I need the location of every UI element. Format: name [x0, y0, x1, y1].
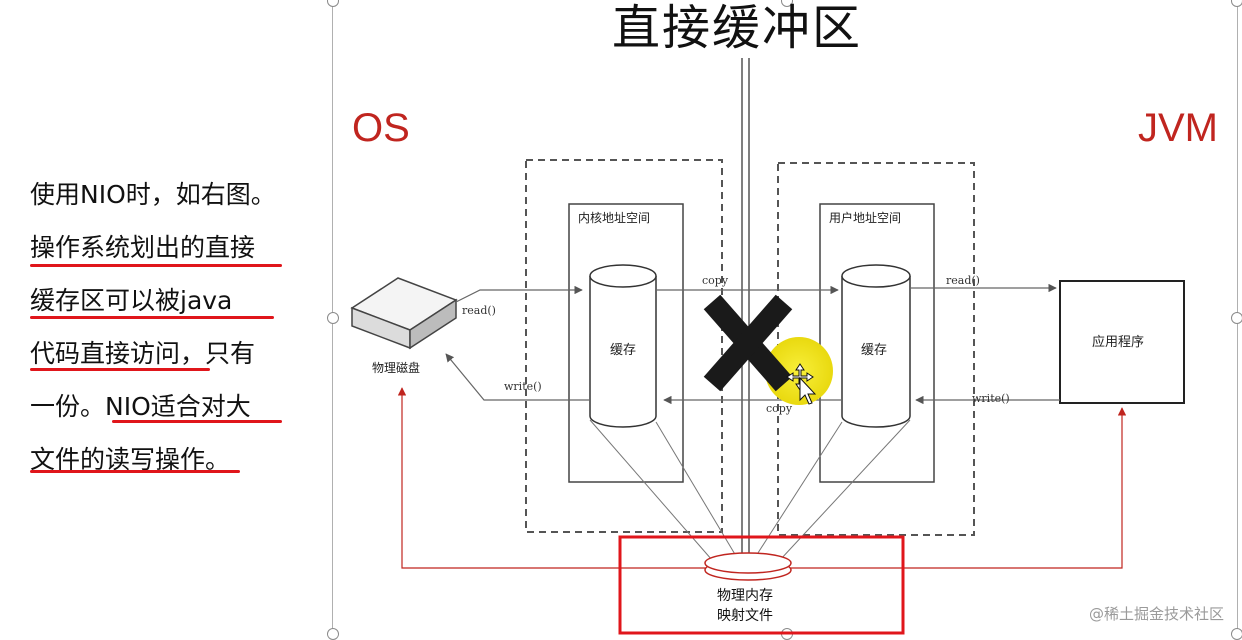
description-text: 使用NIO时，如右图。 操作系统划出的直接 缓存区可以被java 代码直接访问，… [30, 168, 330, 486]
os-label: OS [352, 106, 410, 150]
edge-label-copy-top: copy [702, 274, 729, 287]
left-panel: 使用NIO时，如右图。 操作系统划出的直接 缓存区可以被java 代码直接访问，… [0, 0, 330, 638]
description-line-3: 缓存区可以被java [30, 286, 233, 315]
underline-annotation [30, 316, 274, 319]
underline-annotation [30, 368, 210, 371]
kernel-cache-cylinder [589, 264, 657, 428]
user-space-label: 用户地址空间 [829, 210, 901, 225]
edge-label-write-app: write() [972, 392, 1010, 405]
mapped-file-label-2: 映射文件 [717, 608, 773, 624]
application-box [1059, 280, 1185, 404]
underline-annotation [112, 420, 282, 423]
cross-mark-icon [703, 294, 793, 392]
memory-map-links [397, 387, 1127, 569]
selection-handle[interactable] [327, 312, 339, 324]
kernel-space-label: 内核地址空间 [578, 211, 650, 225]
physical-disk-label: 物理磁盘 [372, 360, 420, 375]
mapped-file-label-1: 物理内存 [717, 588, 773, 604]
mapped-memory-disc [704, 552, 792, 581]
physical-disk-icon [350, 277, 458, 350]
highlight-box [618, 535, 905, 635]
description-line-5: 一份。NIO适合对大 [30, 392, 251, 421]
kernel-space-box [568, 203, 684, 483]
description-line-6: 文件的读写操作。 [30, 445, 231, 474]
description-line-4: 代码直接访问，只有 [30, 339, 256, 368]
selection-handle[interactable] [1231, 0, 1242, 7]
underline-annotation [30, 470, 240, 473]
mapping-lines [589, 419, 911, 561]
move-cursor-icon [786, 363, 817, 405]
user-space-box [819, 203, 935, 483]
watermark: @稀土掘金技术社区 [1088, 605, 1224, 623]
description-line-1: 使用NIO时，如右图。 [30, 180, 276, 209]
selection-handle[interactable] [1231, 312, 1242, 324]
slide-title: 直接缓冲区 [612, 0, 863, 56]
edge-label-write-disk: write() [504, 380, 542, 393]
user-cache-label: 缓存 [861, 343, 887, 358]
underline-annotation [30, 264, 282, 267]
center-divider [741, 58, 750, 560]
user-cache-cylinder [841, 264, 911, 428]
edge-label-read-disk: read() [462, 304, 496, 317]
jvm-label: JVM [1138, 106, 1218, 150]
description-line-2: 操作系统划出的直接 [30, 233, 256, 262]
kernel-space-dashed-box [525, 159, 723, 533]
edge-label-copy-bottom: copy [766, 402, 793, 415]
kernel-cache-label: 缓存 [610, 343, 636, 358]
edge-label-read-app: read() [946, 274, 980, 287]
application-label: 应用程序 [1092, 334, 1144, 350]
